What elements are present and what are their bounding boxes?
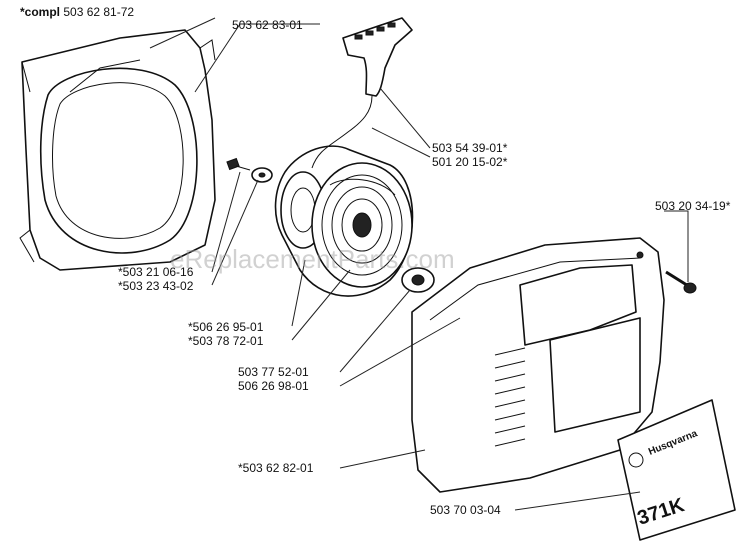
label-handle: 503 54 39-01* — [432, 141, 508, 155]
watermark: eReplacementParts.com — [170, 244, 455, 274]
bushing[interactable] — [401, 267, 435, 293]
label-cord: 501 20 15-02* — [432, 155, 508, 169]
label-washer: *503 23 43-02 — [118, 279, 194, 293]
label-fan-housing: 503 62 83-01 — [232, 18, 303, 32]
leader-lines — [149, 17, 689, 511]
decal[interactable]: Husqvarna 371K — [617, 399, 736, 541]
label-screw: *503 21 06-16 — [118, 265, 194, 279]
starter-cord[interactable] — [311, 95, 373, 169]
cover-screw[interactable] — [665, 270, 697, 294]
fan-housing[interactable] — [19, 29, 216, 271]
label-bushing: 503 77 52-01 — [238, 365, 309, 379]
label-pulley: *506 26 95-01 — [188, 320, 264, 334]
label-fan-housing-compl: *compl 503 62 81-72 — [20, 5, 134, 19]
label-cover-screw: 503 20 34-19* — [655, 199, 731, 213]
label-starter-cover: *503 62 82-01 — [238, 461, 314, 475]
spring-cassette[interactable] — [311, 162, 413, 288]
starter-handle[interactable] — [342, 17, 413, 97]
starter-cover[interactable] — [411, 237, 665, 493]
part-labels: *compl 503 62 81-72 503 62 83-01 503 54 … — [20, 5, 731, 517]
washer[interactable] — [251, 167, 273, 183]
label-decal: 503 70 03-04 — [430, 503, 501, 517]
screw[interactable] — [226, 157, 251, 171]
label-bearing: 506 26 98-01 — [238, 379, 309, 393]
label-spring-cassette: *503 78 72-01 — [188, 334, 264, 348]
